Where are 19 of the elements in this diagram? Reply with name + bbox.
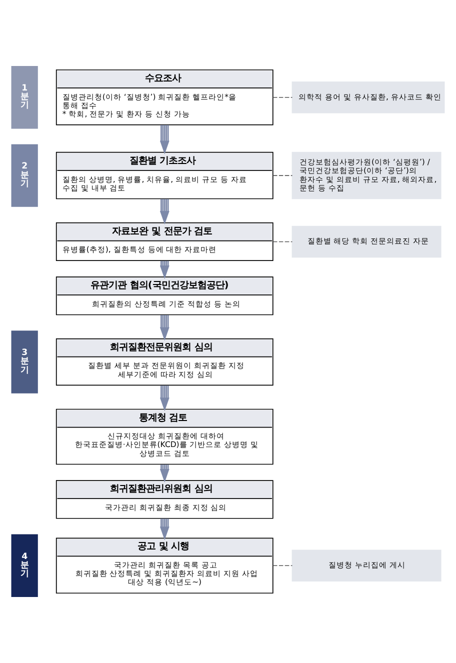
connector xyxy=(272,96,293,98)
node-box: 4분기 xyxy=(11,534,38,597)
connector xyxy=(272,175,293,176)
arrow xyxy=(160,315,170,341)
node-box: 건강보험심사평가원(이하 ‘심평원’) / 국민건강보험공단(이하 ‘공단’)의 환자수 및 의료비 규모 자료, 해외자료, 문헌 등 수집 xyxy=(292,152,442,200)
node-box: 3분기 xyxy=(11,330,38,394)
arrow xyxy=(160,124,170,154)
arrow xyxy=(160,260,170,280)
arrow xyxy=(160,198,170,225)
node-box: 의학적 용어 및 유사질환, 유사코드 확인 xyxy=(292,81,445,114)
connector xyxy=(272,565,293,566)
connector xyxy=(272,241,293,242)
node-box: 2분기 xyxy=(11,144,38,207)
node-box: 질병청 누리집에 게시 xyxy=(292,550,442,582)
arrow xyxy=(160,518,170,540)
arrow xyxy=(160,464,170,482)
node-box: 질환별 해당 학회 전문의료진 자문 xyxy=(292,226,442,258)
arrow xyxy=(160,386,170,412)
node-box: 1분기 xyxy=(11,66,38,129)
